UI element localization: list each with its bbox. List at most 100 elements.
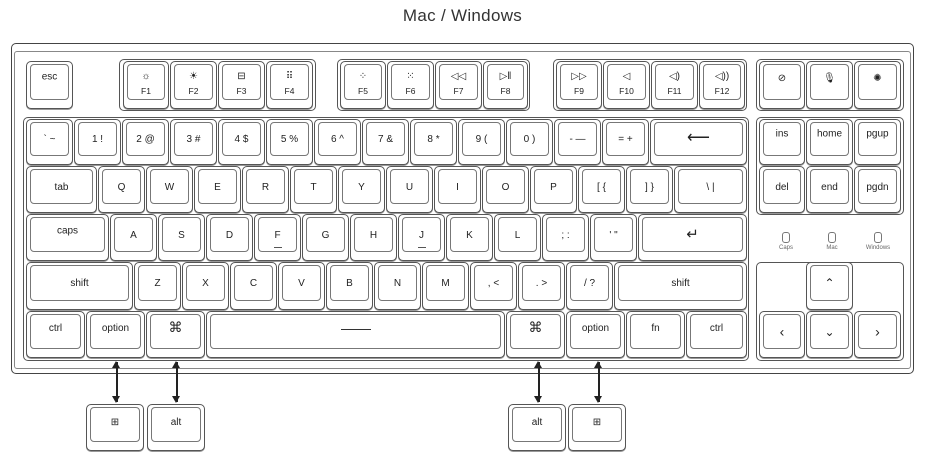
right-command-key[interactable]: ⌘ <box>506 311 565 358</box>
esc-key[interactable]: esc <box>26 61 73 109</box>
4-key[interactable]: 4 $ <box>218 119 265 165</box>
a-key[interactable]: A <box>110 214 157 261</box>
c-key[interactable]: C <box>230 262 277 310</box>
8-key[interactable]: 8 * <box>410 119 457 165</box>
right-alt-key[interactable]: alt <box>508 404 566 451</box>
b-key[interactable]: B <box>326 262 373 310</box>
period-label: . > <box>535 278 548 290</box>
enter-arrow-icon: ↵ <box>686 225 699 243</box>
i-key[interactable]: I <box>434 166 481 213</box>
left-command-key[interactable]: ⌘ <box>146 311 205 358</box>
home-key[interactable]: home <box>806 119 853 165</box>
left-option-label: option <box>101 322 130 334</box>
backspace-key[interactable]: ⟵ <box>650 119 747 165</box>
comma-key[interactable]: , < <box>470 262 517 310</box>
h-key[interactable]: H <box>350 214 397 261</box>
rbracket-key[interactable]: ] } <box>626 166 673 213</box>
tab-key[interactable]: tab <box>26 166 97 213</box>
e-key[interactable]: E <box>194 166 241 213</box>
r-key[interactable]: R <box>242 166 289 213</box>
0-key[interactable]: 0 ) <box>506 119 553 165</box>
quote-key[interactable]: ' " <box>590 214 637 261</box>
left-windows-key[interactable]: ⊞ <box>86 404 144 451</box>
right-windows-key[interactable]: ⊞ <box>568 404 626 451</box>
6-key[interactable]: 6 ^ <box>314 119 361 165</box>
end-key[interactable]: end <box>806 166 853 213</box>
fn-key[interactable]: fn <box>626 311 685 358</box>
up-key[interactable]: ⌃ <box>806 262 853 310</box>
f1-key[interactable]: ☼F1 <box>123 61 169 109</box>
equal-key[interactable]: = + <box>602 119 649 165</box>
screenshot-key[interactable]: ⊘ <box>759 61 805 109</box>
grave-label: ` ~ <box>43 134 56 146</box>
backslash-key[interactable]: \ | <box>674 166 747 213</box>
k-key[interactable]: K <box>446 214 493 261</box>
u-key[interactable]: U <box>386 166 433 213</box>
y-key[interactable]: Y <box>338 166 385 213</box>
j-key[interactable]: J <box>398 214 445 261</box>
pgdn-key[interactable]: pgdn <box>854 166 901 213</box>
f4-key[interactable]: ⠿F4 <box>266 61 313 109</box>
m-key[interactable]: M <box>422 262 469 310</box>
left-arrow-key[interactable]: ‹ <box>759 311 805 358</box>
d-label: D <box>225 229 234 241</box>
caps-label: caps <box>56 224 79 236</box>
t-key[interactable]: T <box>290 166 337 213</box>
n-key[interactable]: N <box>374 262 421 310</box>
g-key[interactable]: G <box>302 214 349 261</box>
enter-key[interactable]: ↵ <box>638 214 747 261</box>
x-key[interactable]: X <box>182 262 229 310</box>
f6-key[interactable]: ⁙F6 <box>387 61 434 109</box>
3-key[interactable]: 3 # <box>170 119 217 165</box>
2-key[interactable]: 2 @ <box>122 119 169 165</box>
slash-key[interactable]: / ? <box>566 262 613 310</box>
z-key[interactable]: Z <box>134 262 181 310</box>
f3-key[interactable]: ⊟F3 <box>218 61 265 109</box>
caps-key[interactable]: caps <box>26 214 109 261</box>
f2-key[interactable]: ☀F2 <box>170 61 217 109</box>
ins-key[interactable]: ins <box>759 119 805 165</box>
f9-key[interactable]: ▷▷F9 <box>556 61 602 109</box>
right-ctrl-key[interactable]: ctrl <box>686 311 747 358</box>
semicolon-key[interactable]: ; : <box>542 214 589 261</box>
del-key[interactable]: del <box>759 166 805 213</box>
left-shift-key[interactable]: shift <box>26 262 133 310</box>
s-key[interactable]: S <box>158 214 205 261</box>
pgup-key[interactable]: pgup <box>854 119 901 165</box>
light-key[interactable]: ✺ <box>854 61 901 109</box>
l-key[interactable]: L <box>494 214 541 261</box>
1-key[interactable]: 1 ! <box>74 119 121 165</box>
w-key[interactable]: W <box>146 166 193 213</box>
right-shift-key[interactable]: shift <box>614 262 747 310</box>
9-key[interactable]: 9 ( <box>458 119 505 165</box>
o-key[interactable]: O <box>482 166 529 213</box>
f5-key[interactable]: ⁘F5 <box>340 61 386 109</box>
f12-key[interactable]: ◁))F12 <box>699 61 745 109</box>
p-key[interactable]: P <box>530 166 577 213</box>
down-arrow-key[interactable]: ⌄ <box>806 311 853 358</box>
f7-key[interactable]: ◁◁F7 <box>435 61 482 109</box>
7-key[interactable]: 7 & <box>362 119 409 165</box>
v-key[interactable]: V <box>278 262 325 310</box>
5-key[interactable]: 5 % <box>266 119 313 165</box>
lbracket-key[interactable]: [ { <box>578 166 625 213</box>
f11-key[interactable]: ◁)F11 <box>651 61 698 109</box>
voice-key[interactable]: 🎙 <box>806 61 853 109</box>
f8-key[interactable]: ▷‖F8 <box>483 61 528 109</box>
left-option-key[interactable]: option <box>86 311 145 358</box>
grave-key[interactable]: ` ~ <box>26 119 73 165</box>
up-arrow-icon: ⌃ <box>824 275 835 290</box>
q-key[interactable]: Q <box>98 166 145 213</box>
f-key[interactable]: F <box>254 214 301 261</box>
f10-key[interactable]: ◁F10 <box>603 61 650 109</box>
left-ctrl-key[interactable]: ctrl <box>26 311 85 358</box>
minus-key[interactable]: - — <box>554 119 601 165</box>
h-label: H <box>369 229 378 241</box>
spacebar-key[interactable] <box>206 311 505 358</box>
right-option-key[interactable]: option <box>566 311 625 358</box>
backslash-label: \ | <box>706 181 715 193</box>
period-key[interactable]: . > <box>518 262 565 310</box>
d-key[interactable]: D <box>206 214 253 261</box>
left-alt-key[interactable]: alt <box>147 404 205 451</box>
right-arrow-key[interactable]: › <box>854 311 901 358</box>
